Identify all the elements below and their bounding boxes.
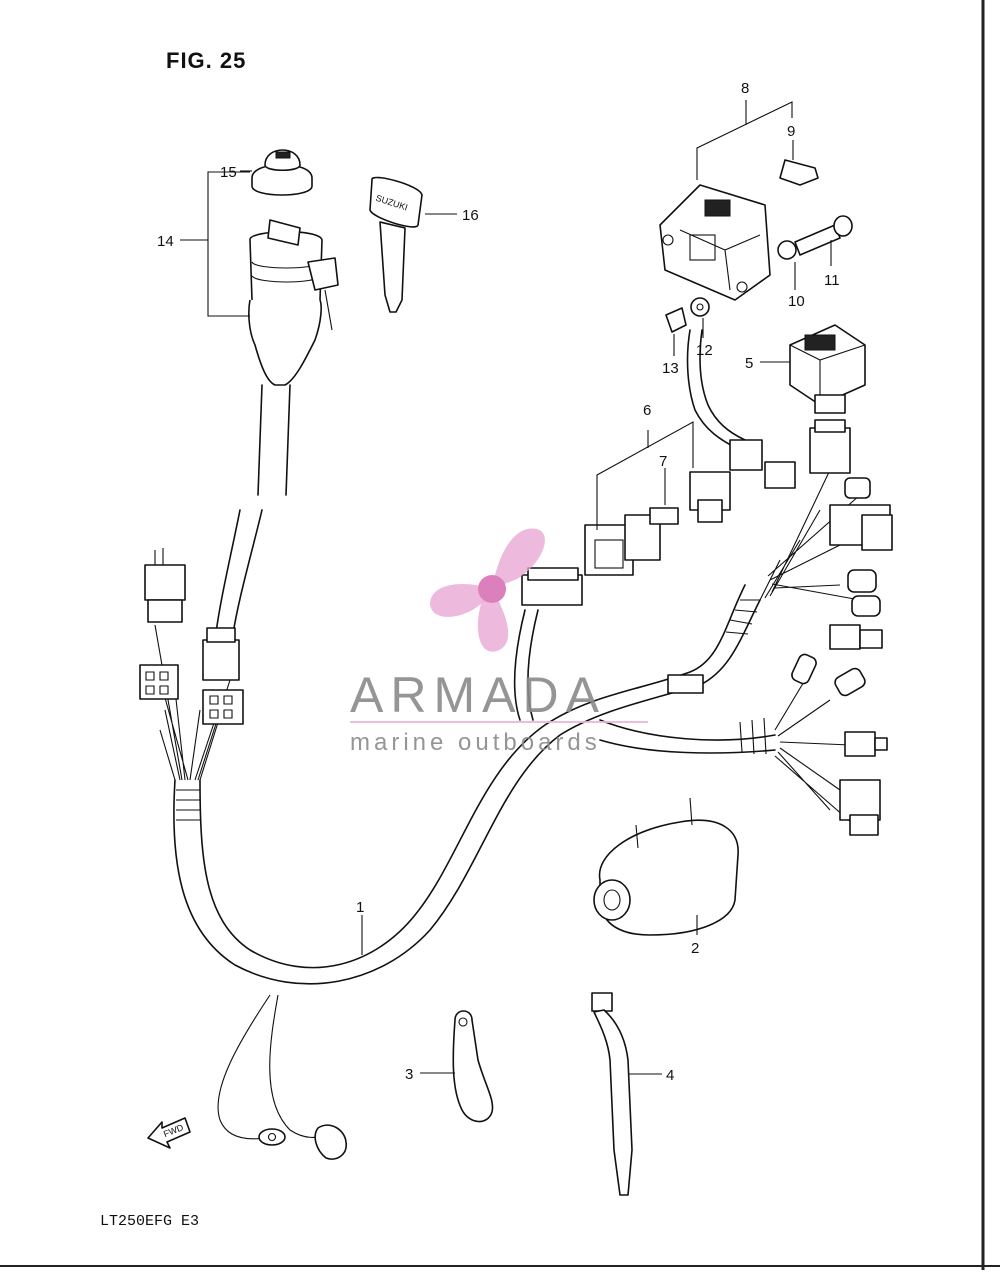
callout-5: 5 [745, 355, 753, 372]
cap-15 [251, 149, 313, 196]
callout-8: 8 [741, 80, 749, 97]
callout-13: 13 [662, 360, 679, 377]
callout-7: 7 [659, 453, 667, 470]
callout-3: 3 [405, 1066, 413, 1083]
watermark-tagline: marine outboards [350, 729, 601, 756]
wiring-harness [154, 329, 861, 1160]
callout-2: 2 [691, 940, 699, 957]
callout-15: 15 [220, 164, 237, 181]
right-upper-connectors [729, 419, 893, 650]
ignition-switch-14 [248, 219, 339, 386]
washer-10 [777, 240, 797, 260]
callout-14: 14 [157, 233, 174, 250]
grommet-13 [665, 307, 687, 333]
fwd-arrow: FWD [147, 1117, 191, 1149]
callout-16: 16 [462, 207, 479, 224]
fuse-box-8 [659, 184, 771, 301]
bolt-11 [794, 224, 841, 256]
clamp-3 [452, 1010, 494, 1123]
washer-12 [690, 297, 710, 317]
propeller-logo [430, 528, 545, 652]
cable-tie-4 [591, 992, 633, 1196]
callout-6: 6 [643, 402, 651, 419]
left-connectors [139, 548, 244, 725]
right-lower-connectors [667, 653, 888, 836]
callout-11: 11 [824, 272, 840, 289]
watermark-brand: ARMADA [350, 667, 606, 723]
callout-9: 9 [787, 123, 795, 140]
callout-4: 4 [666, 1067, 674, 1084]
watermark: ARMADA marine outboards [350, 528, 648, 756]
callouts: 1 2 3 4 5 6 7 8 9 10 11 12 13 [157, 80, 840, 1084]
key-16: SUZUKI [369, 176, 423, 313]
coupler-group [521, 471, 731, 606]
figure-title: FIG. 25 [166, 48, 246, 73]
fuse-9 [779, 159, 819, 186]
callout-12: 12 [696, 342, 713, 359]
model-code: LT250EFG E3 [100, 1213, 199, 1230]
relay-5 [789, 324, 866, 414]
callout-1: 1 [356, 899, 364, 916]
ignition-coil-2 [593, 797, 739, 936]
callout-10: 10 [788, 293, 805, 310]
